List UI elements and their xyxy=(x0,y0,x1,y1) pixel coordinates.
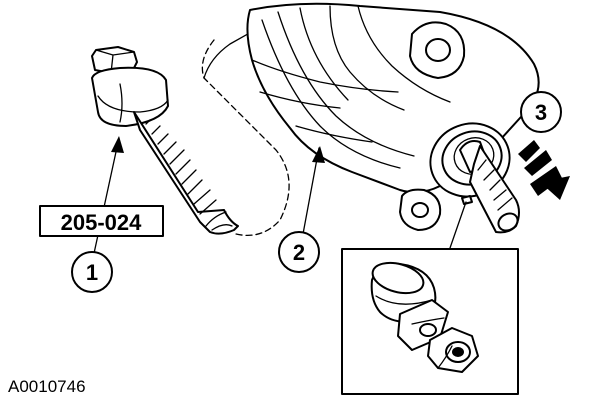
callout-1-label: 1 xyxy=(86,260,98,285)
callout-2: 2 xyxy=(278,146,325,273)
tool-number: 205-024 xyxy=(61,210,143,235)
flange-bolt xyxy=(91,46,239,235)
motion-arrows-icon xyxy=(518,140,570,200)
callout-3-label: 3 xyxy=(535,100,547,125)
callout-3: 3 xyxy=(520,91,562,133)
inset-detail xyxy=(341,201,519,395)
figure-id: A0010746 xyxy=(8,377,86,396)
tool-number-box: 205-024 xyxy=(39,205,164,237)
callout-2-label: 2 xyxy=(293,240,305,265)
pinion-stud xyxy=(459,140,520,234)
callout-1: 1 xyxy=(71,136,124,293)
